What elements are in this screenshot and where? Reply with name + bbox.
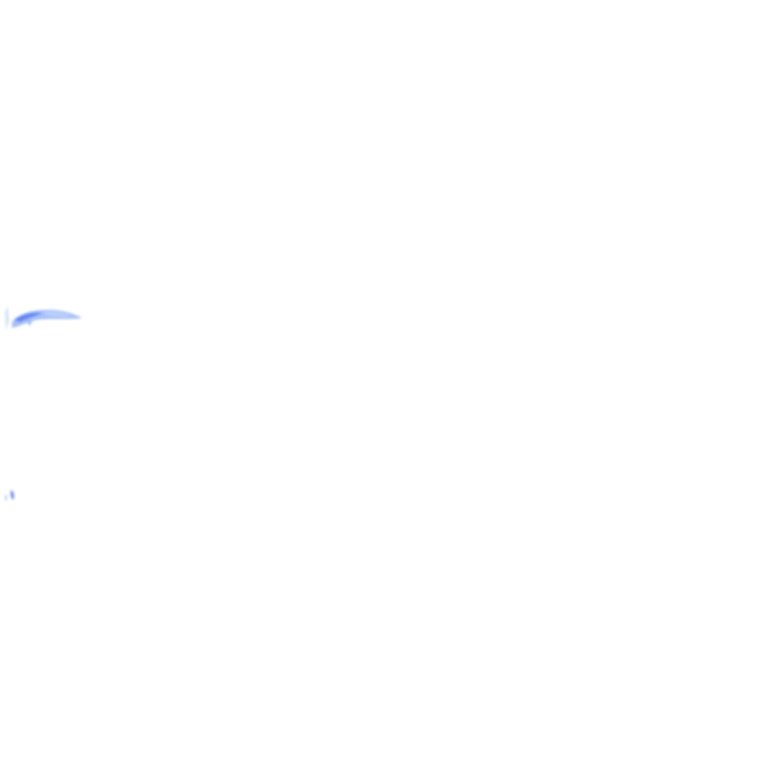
blue-brush-stroke-upper [5, 306, 82, 330]
blue-brush-mark-lower [5, 490, 15, 501]
